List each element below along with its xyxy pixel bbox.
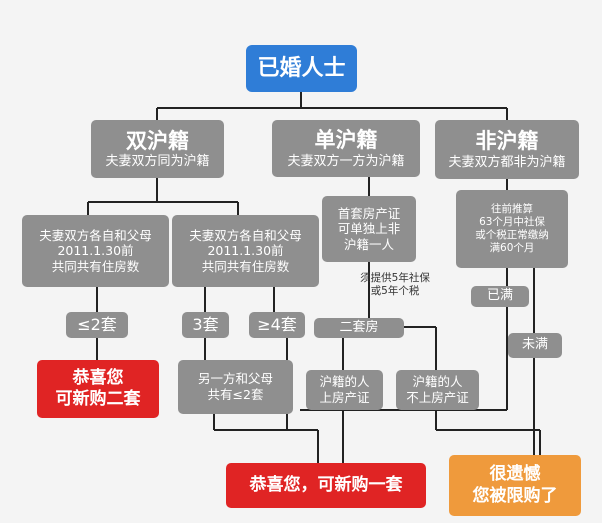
option-le2: ≤2套 — [66, 312, 128, 338]
condition-line: 首套房产证 — [337, 205, 401, 221]
second-home-box: 二套房 — [314, 318, 404, 338]
condition-line: 不上房产证 — [406, 390, 469, 405]
first-home-box: 首套房产证 可单独上非 沪籍一人 — [322, 196, 416, 262]
category-double-hukou: 双沪籍 夫妻双方同为沪籍 — [91, 120, 224, 178]
condition-box-b: 夫妻双方各自和父母 2011.1.30前 共同共有住房数 — [172, 215, 319, 287]
result-restricted: 很遗憾 您被限购了 — [449, 455, 581, 516]
root-node: 已婚人士 — [246, 45, 357, 92]
not-full-box: 未满 — [508, 333, 562, 358]
condition-line: 满60个月 — [489, 242, 535, 255]
option-label: ≥4套 — [257, 315, 297, 334]
result-line: 可新购二套 — [55, 389, 141, 409]
condition-line: 夫妻双方各自和父母 — [39, 227, 152, 243]
result-can-buy-two: 恭喜您 可新购二套 — [37, 360, 159, 418]
social-security-note: 须提供5年社保 或5年个税 — [352, 266, 438, 304]
condition-line: 上房产证 — [319, 390, 370, 405]
condition-line: 沪籍的人 — [319, 374, 370, 390]
condition-line: 可单独上非 — [337, 221, 401, 237]
other-parent-box: 另一方和父母 共有≤2套 — [178, 360, 293, 414]
hukou-on-cert-box: 沪籍的人 上房产证 — [306, 370, 383, 410]
condition-line: 往前推算 — [491, 202, 533, 215]
option-label: 已满 — [486, 288, 513, 304]
condition-line: 沪籍一人 — [343, 236, 394, 252]
root-label: 已婚人士 — [257, 55, 346, 81]
hukou-not-on-cert-box: 沪籍的人 不上房产证 — [396, 370, 479, 410]
condition-line: 夫妻双方各自和父母 — [189, 227, 302, 243]
note-line: 或5年个税 — [370, 285, 420, 297]
result-line: 您被限购了 — [472, 485, 558, 506]
full-box: 已满 — [471, 286, 529, 307]
option-three: 3套 — [182, 312, 229, 338]
option-label: 二套房 — [339, 319, 379, 335]
category-no-hukou: 非沪籍 夫妻双方都非为沪籍 — [435, 120, 579, 179]
result-line: 恭喜您 — [72, 367, 124, 388]
category-subtitle: 夫妻双方一方为沪籍 — [287, 153, 405, 169]
condition-line: 63个月中社保 — [479, 215, 545, 228]
tax-social-security-box: 往前推算 63个月中社保 或个税正常缴纳 满60个月 — [456, 190, 568, 268]
category-title: 非沪籍 — [475, 129, 539, 154]
option-label: 未满 — [521, 337, 548, 353]
category-title: 单沪籍 — [314, 128, 378, 153]
result-line: 很遗憾 — [489, 464, 541, 485]
result-line: 恭喜您，可新购一套 — [249, 474, 403, 495]
category-single-hukou: 单沪籍 夫妻双方一方为沪籍 — [272, 120, 420, 177]
category-subtitle: 夫妻双方同为沪籍 — [105, 154, 210, 169]
condition-line: 2011.1.30前 — [207, 243, 284, 259]
condition-line: 共同共有住房数 — [201, 258, 290, 274]
category-subtitle: 夫妻双方都非为沪籍 — [448, 154, 566, 170]
condition-line: 2011.1.30前 — [57, 243, 134, 259]
condition-line: 共同共有住房数 — [51, 258, 140, 274]
option-ge4: ≥4套 — [249, 312, 305, 338]
option-label: 3套 — [192, 315, 219, 334]
note-line: 须提供5年社保 — [360, 271, 430, 284]
condition-box-a: 夫妻双方各自和父母 2011.1.30前 共同共有住房数 — [22, 215, 169, 287]
result-can-buy-one: 恭喜您，可新购一套 — [226, 463, 426, 508]
option-label: ≤2套 — [77, 315, 117, 334]
condition-line: 或个税正常缴纳 — [475, 229, 549, 241]
condition-line: 另一方和父母 — [197, 371, 273, 387]
condition-line: 沪籍的人 — [412, 374, 463, 390]
condition-line: 共有≤2套 — [207, 387, 264, 402]
category-title: 双沪籍 — [126, 128, 189, 153]
